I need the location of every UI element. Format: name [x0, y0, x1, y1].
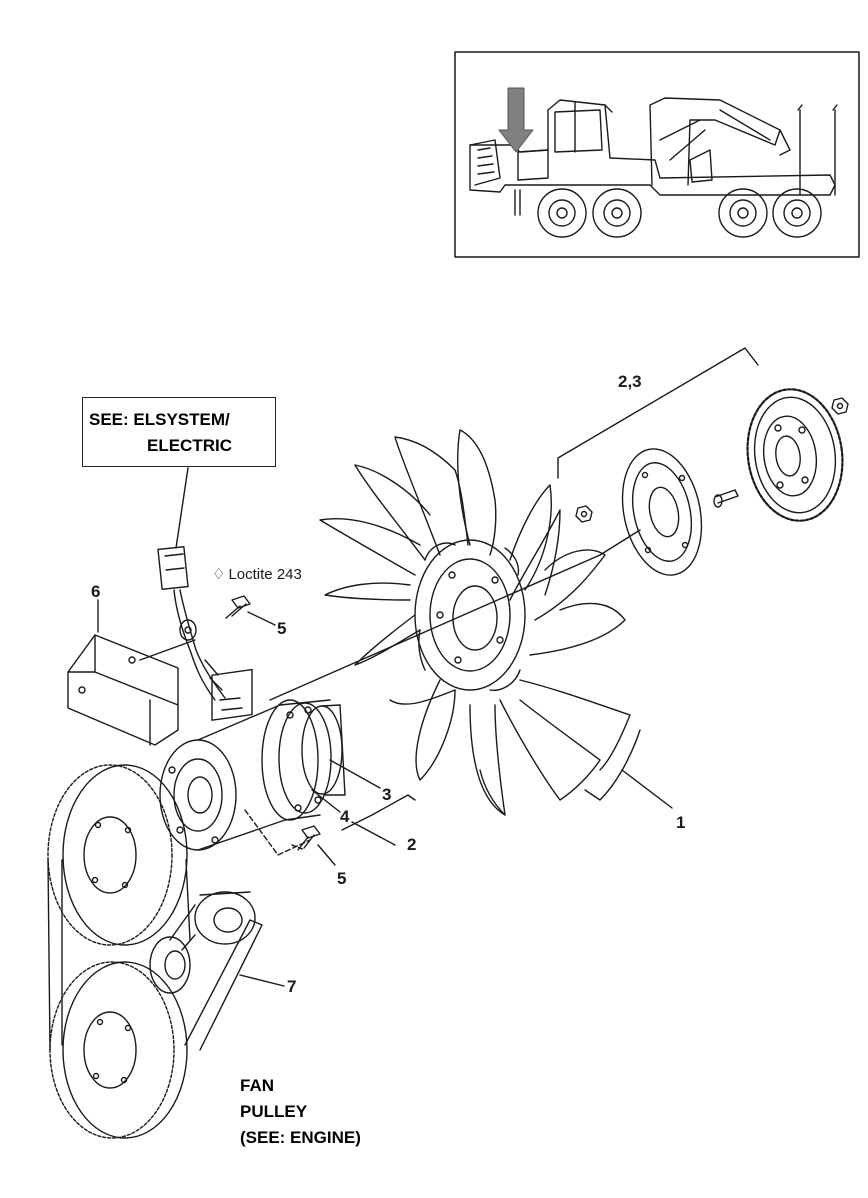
gear-ring: [746, 388, 844, 522]
note-line1: FAN: [240, 1076, 274, 1095]
callout-5-upper: 5: [277, 619, 287, 638]
callout-3: 3: [382, 785, 392, 804]
callout-2: 2: [407, 835, 417, 854]
wheel: [718, 188, 768, 238]
bolt-icon: [301, 825, 321, 839]
bolt-icon: [231, 595, 251, 609]
adapter-plate: [621, 448, 703, 576]
see-elsystem-box: SEE: ELSYSTEM/ ELECTRIC: [82, 397, 276, 467]
mounting-bracket: [67, 634, 179, 746]
bracket-2-3: [557, 347, 759, 479]
callout-6: 6: [91, 582, 101, 601]
wheel: [772, 188, 822, 238]
callout-4: 4: [340, 807, 350, 826]
callout-1: 1: [676, 813, 686, 832]
nut-icon: [575, 505, 593, 523]
fan-motor: [159, 668, 346, 851]
fan-hub: [414, 539, 526, 691]
see-box-line2: ELECTRIC: [147, 436, 232, 455]
note-line3: (SEE: ENGINE): [240, 1128, 361, 1147]
callout-2-3: 2,3: [618, 372, 642, 391]
speed-sensor-cable: [157, 467, 226, 701]
pulley-belt-system: [47, 764, 263, 1139]
loctite-text: Loctite 243: [228, 566, 302, 583]
loctite-note: ♢Loctite 243: [212, 567, 302, 582]
machine-locator-inset: [454, 51, 860, 258]
note-line2: PULLEY: [240, 1102, 308, 1121]
see-box-line1: SEE: ELSYSTEM/: [89, 410, 230, 429]
location-arrow-icon: [498, 87, 534, 153]
wheel: [537, 188, 587, 238]
wheel: [592, 188, 642, 238]
fan-pulley-note: FAN PULLEY (SEE: ENGINE): [240, 1073, 361, 1151]
drop-icon: ♢: [212, 566, 226, 583]
crane-outline: [649, 97, 781, 186]
nut-icon: [831, 397, 849, 415]
callout-7: 7: [287, 977, 297, 996]
fan-assembly: [319, 429, 641, 816]
callout-5-lower: 5: [337, 869, 347, 888]
